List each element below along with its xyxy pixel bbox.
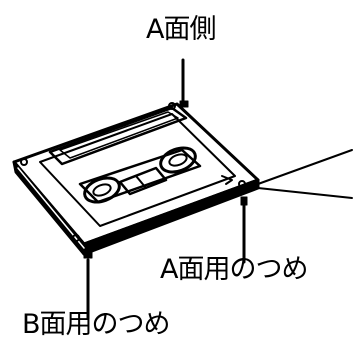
center-window [118,166,168,196]
center-window-divider [135,175,147,189]
screw-hole [72,234,80,242]
screw-hole [238,180,246,188]
right-reel [159,146,197,174]
cassette-top-ridge-inner [59,111,179,159]
label-a-tab: A面用のつめ [160,254,308,285]
pointer-line-lower [257,187,353,199]
b-tab-notch [83,251,93,259]
screw-hole [20,158,28,166]
side-highlight [17,167,85,249]
label-a-side: A面側 [146,14,216,45]
screw-hole [168,102,176,110]
tape-window [78,148,202,204]
left-reel-hub [92,183,112,197]
right-reel-hub [168,153,188,167]
pointer-line-upper [257,149,353,185]
label-b-tab: B面用のつめ [22,309,171,340]
left-reel [83,176,121,204]
cassette-top-ridge [48,106,188,166]
arrow-mark [221,175,233,185]
cassette-label-area [39,113,236,227]
